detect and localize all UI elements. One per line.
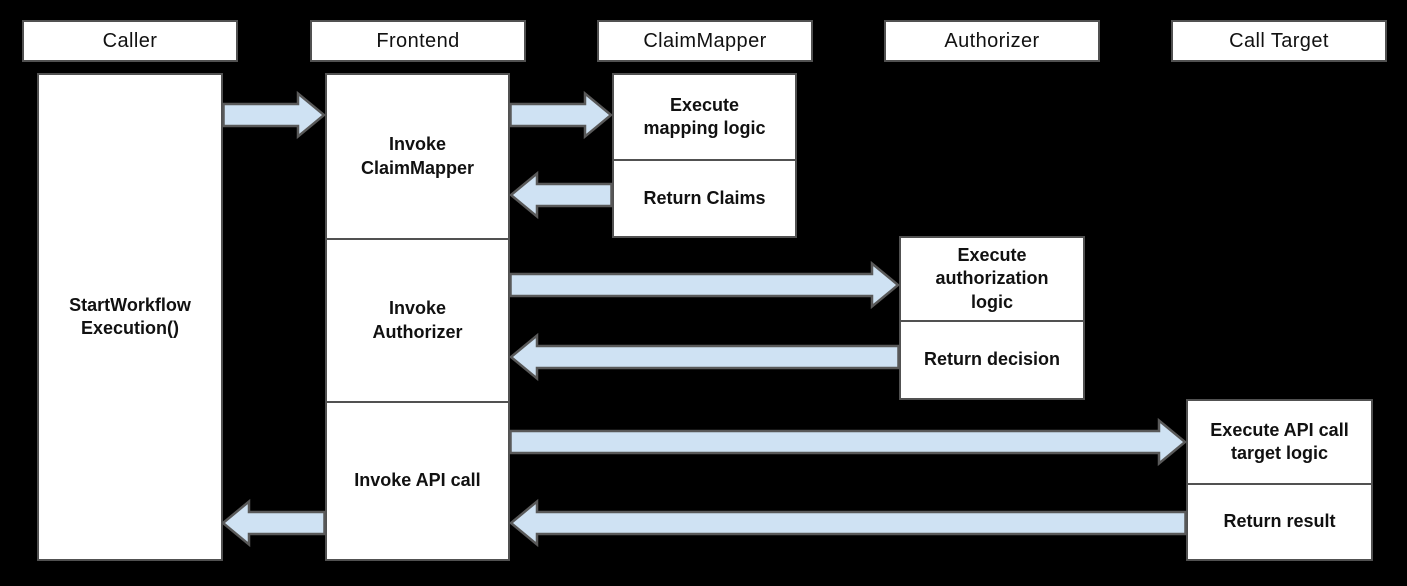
- arrow-caller-to-frontend-icon: [222, 90, 326, 140]
- lifeline-label: Call Target: [1229, 29, 1329, 52]
- lifeline-header-caller: Caller: [22, 20, 238, 62]
- activation-calltarget: Execute API call target logic Return res…: [1186, 399, 1373, 561]
- arrow-frontend-to-caller-icon: [221, 498, 326, 548]
- lifeline-header-frontend: Frontend: [310, 20, 526, 62]
- activation-claimmapper: Execute mapping logic Return Claims: [612, 73, 797, 238]
- step-return-decision: Return decision: [901, 320, 1083, 398]
- activation-authorizer: Execute authorization logic Return decis…: [899, 236, 1085, 400]
- lifeline-label: Authorizer: [944, 29, 1040, 52]
- activation-caller: StartWorkflow Execution(): [37, 73, 223, 561]
- arrow-calltarget-to-frontend-icon: [509, 498, 1187, 548]
- step-return-result: Return result: [1188, 483, 1371, 559]
- lifeline-label: Frontend: [376, 29, 460, 52]
- lifeline-header-claimmapper: ClaimMapper: [597, 20, 813, 62]
- arrow-frontend-to-authorizer-icon: [509, 260, 900, 310]
- step-execute-authorization-logic: Execute authorization logic: [935, 244, 1049, 312]
- step-startworkflowexecution: StartWorkflow Execution(): [69, 294, 191, 338]
- arrow-claimmapper-to-frontend-icon: [509, 170, 613, 220]
- lifeline-header-authorizer: Authorizer: [884, 20, 1100, 62]
- activation-frontend: Invoke ClaimMapper Invoke Authorizer Inv…: [325, 73, 510, 561]
- lifeline-header-calltarget: Call Target: [1171, 20, 1387, 62]
- arrow-frontend-to-calltarget-icon: [509, 417, 1187, 467]
- lifeline-label: ClaimMapper: [643, 29, 767, 52]
- arrow-authorizer-to-frontend-icon: [509, 332, 900, 382]
- step-invoke-authorizer: Invoke Authorizer: [327, 238, 508, 401]
- step-invoke-api-call: Invoke API call: [327, 401, 508, 559]
- step-return-claims: Return Claims: [614, 159, 795, 236]
- step-execute-mapping-logic: Execute mapping logic: [643, 94, 766, 138]
- step-execute-api-call-target-logic: Execute API call target logic: [1210, 419, 1349, 463]
- lifeline-label: Caller: [102, 29, 158, 52]
- arrow-frontend-to-claimmapper-icon: [509, 90, 613, 140]
- step-invoke-claimmapper: Invoke ClaimMapper: [360, 134, 475, 178]
